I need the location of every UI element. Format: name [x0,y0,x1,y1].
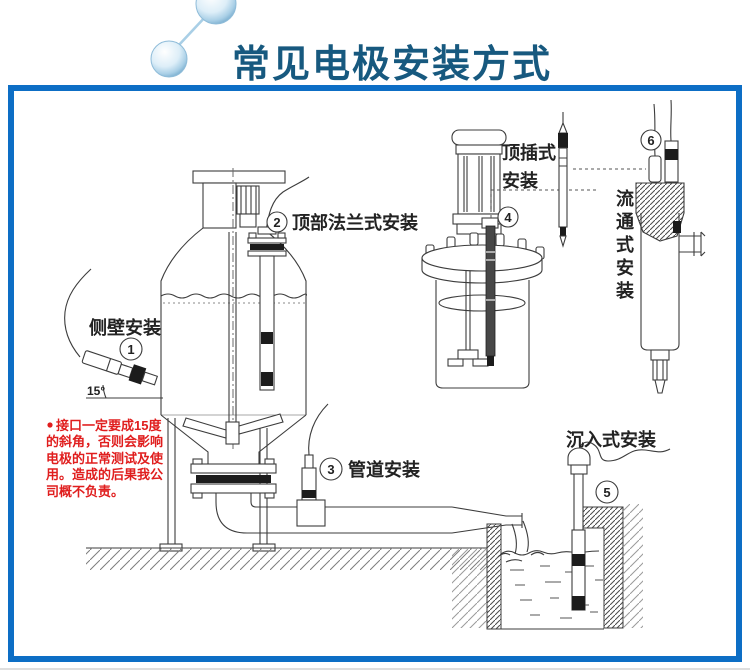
badge-3 [319,457,343,481]
badge-1-number: 1 [127,342,134,357]
pit-left-wall [486,523,502,630]
svg-text:装: 装 [616,280,634,301]
reactor-vessel [435,280,530,389]
warning-line-5: 司概不负责。 [46,484,124,499]
label-side-wall: 侧壁安装 [89,317,161,338]
label-flow-through: 流 通 式 安 装 [616,188,634,301]
reactor-lid [421,232,545,284]
page-title: 常见电极安装方式 [232,44,552,86]
badge-4-number: 4 [504,210,512,225]
impeller [182,413,284,445]
warning-note: 接口一定要成15度 的斜角，否则会影响 电极的正常测试及使 用。造成的后果我公 … [45,418,164,499]
electrode3-mount [296,499,326,527]
electrode1-cable [64,268,92,358]
badge-6-number: 6 [647,133,654,148]
diagram-frame [8,85,742,662]
warning-line-4: 用。造成的后果我公 [45,467,163,482]
reactor-cap [451,129,507,146]
pipe-installation: 3 管道安装 [296,403,420,527]
badge-1 [119,337,143,361]
svg-text:式: 式 [616,234,634,255]
svg-text:通: 通 [616,212,634,232]
loose-electrode [558,112,646,248]
flange2 [247,226,287,257]
electrode2 [259,255,275,391]
warning-line-1: 接口一定要成15度 [56,418,162,433]
badge-2-number: 2 [273,215,280,230]
label-submerged: 沉入式安装 [566,429,656,450]
badge-2 [266,211,288,233]
bottom-flange-valve [190,458,277,499]
electrode5-cable [578,441,671,462]
waterfall [497,520,545,563]
submerged-installation: 5 沉入式安装 [566,429,671,611]
warning-bullet-icon [47,422,53,428]
electrode3-cable [308,403,329,456]
label-top-insert-1: 顶插式 [502,142,556,163]
bottom-divider [0,668,750,670]
electrode4 [485,225,496,357]
top-flange-installation: 2 顶部法兰式安装 [247,176,418,391]
label-top-flange: 顶部法兰式安装 [292,212,418,233]
label-pipe: 管道安装 [348,459,420,480]
svg-text:流: 流 [616,188,634,209]
electrode1 [81,350,159,386]
pit [486,504,643,630]
flow-through-installation: 6 流 通 式 安 装 [616,99,706,394]
badge-6 [640,129,662,151]
label-top-insert-2: 安装 [502,170,538,191]
svg-text:安: 安 [616,257,634,278]
badge-5-number: 5 [603,485,610,500]
angle-label: 15° [87,384,105,398]
agitator-motor [192,170,286,229]
flow-probe-right [664,140,679,183]
water-droplets-icon [150,0,237,78]
top-insert-installation: 4 顶插式 安装 [421,129,597,389]
flow-cell-head [635,182,685,242]
flow-cell-nozzle [679,231,706,257]
badge-5 [595,480,619,504]
electrode5-cap [567,447,591,466]
angle-arc [102,384,107,399]
side-wall-installation: 15° 侧壁安装 1 [64,268,163,399]
electrode3-top [304,454,314,470]
flow-probe-left [648,155,662,183]
badge-4 [497,206,519,228]
warning-line-2: 的斜角，否则会影响 [46,434,163,449]
ground [86,547,487,628]
warning-line-3: 电极的正常测试及使 [46,451,164,466]
badge-3-number: 3 [327,462,334,477]
